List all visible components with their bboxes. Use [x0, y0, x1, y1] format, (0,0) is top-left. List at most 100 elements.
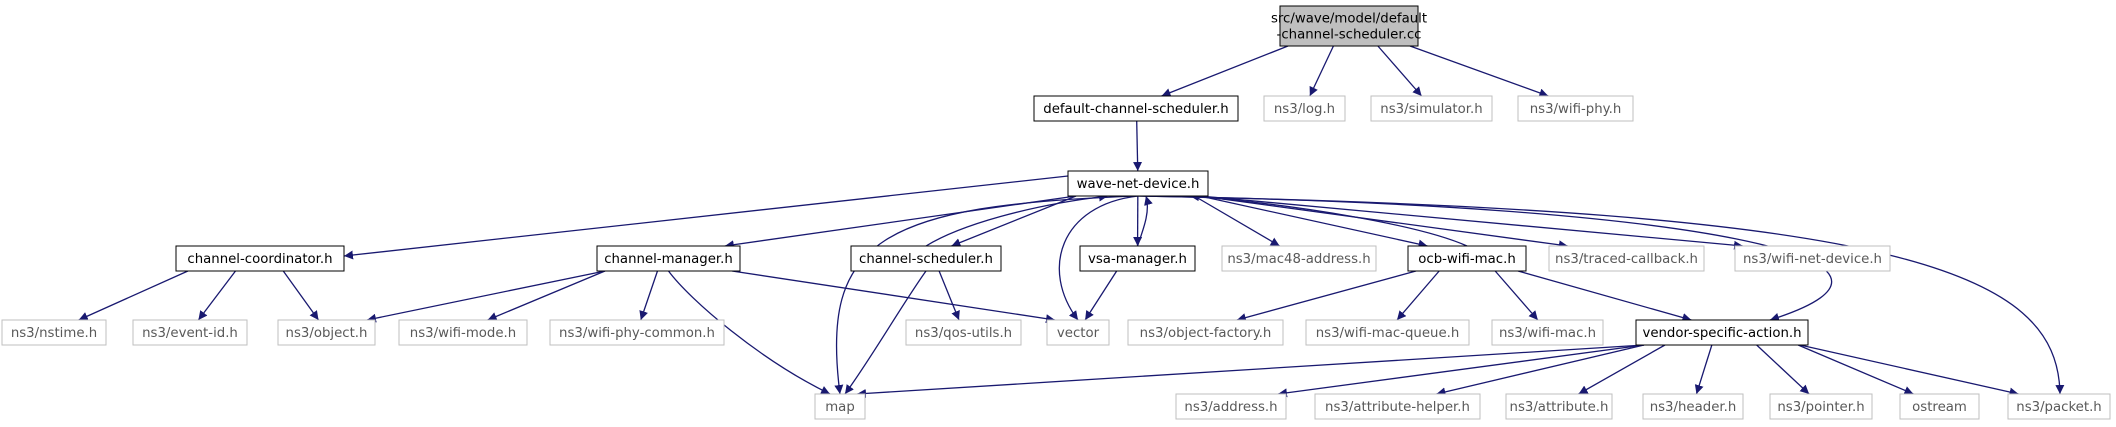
node-map: map	[814, 393, 866, 420]
node-label-tcb: ns3/traced-callback.h	[1555, 252, 1698, 267]
node-label-mac48: ns3/mac48-address.h	[1227, 252, 1370, 267]
edge-wnd-to-cc	[343, 175, 1069, 260]
node-attr: ns3/attribute.h	[1505, 393, 1613, 420]
node-label-map: map	[825, 400, 855, 415]
node-box-cs	[850, 245, 1002, 272]
edge-ocb-to-objfac	[1236, 270, 1417, 322]
node-cc[interactable]: channel-coordinator.h	[175, 245, 345, 272]
node-label-packet: ns3/packet.h	[2016, 400, 2101, 415]
node-box-wphy	[1517, 95, 1634, 122]
node-vector: vector	[1046, 319, 1110, 346]
node-box-map	[814, 393, 866, 420]
edge-root-to-sim	[1377, 45, 1423, 97]
node-ostream: ostream	[1899, 393, 1980, 420]
edge-vsa-to-vector	[1084, 270, 1118, 321]
edge-ocb-to-wnd	[1189, 192, 1468, 247]
node-pointer: ns3/pointer.h	[1769, 393, 1873, 420]
node-attrh: ns3/attribute-helper.h	[1314, 393, 1481, 420]
node-label-attrh: ns3/attribute-helper.h	[1325, 400, 1470, 415]
node-cs[interactable]: channel-scheduler.h	[850, 245, 1002, 272]
node-ocb[interactable]: ocb-wifi-mac.h	[1407, 245, 1527, 272]
node-label-addr: ns3/address.h	[1184, 400, 1277, 415]
node-box-nstime	[1, 319, 107, 346]
node-box-cm	[596, 245, 741, 272]
edge-root-to-log	[1309, 45, 1335, 97]
edge-vsact-to-map	[856, 344, 1645, 398]
node-box-wmode	[398, 319, 528, 346]
node-box-vsa	[1079, 245, 1196, 272]
edge-cc-to-object	[282, 270, 320, 321]
node-label-ocb: ocb-wifi-mac.h	[1418, 252, 1516, 267]
node-vsact[interactable]: vendor-specific-action.h	[1635, 319, 1809, 346]
node-box-mac48	[1221, 245, 1377, 272]
edge-cm-to-wmode	[487, 270, 606, 321]
node-label-cs: channel-scheduler.h	[859, 252, 993, 267]
edges-layer	[78, 45, 2065, 398]
node-label-wnd: wave-net-device.h	[1077, 177, 1200, 192]
node-box-addr	[1175, 393, 1287, 420]
node-box-ostream	[1899, 393, 1980, 420]
node-label-dcs: default-channel-scheduler.h	[1043, 102, 1229, 117]
node-root: src/wave/model/default-channel-scheduler…	[1271, 5, 1427, 47]
node-box-wmq	[1305, 319, 1470, 346]
node-label-cm: channel-manager.h	[604, 252, 733, 267]
edge-cm-to-vector	[731, 270, 1056, 324]
node-box-header	[1642, 393, 1744, 420]
edge-cs-to-qos	[938, 270, 960, 321]
node-wphy: ns3/wifi-phy.h	[1517, 95, 1634, 122]
node-wnetd: ns3/wifi-net-device.h	[1734, 245, 1891, 272]
edge-root-to-dcs	[1161, 45, 1289, 97]
node-dcs[interactable]: default-channel-scheduler.h	[1033, 95, 1239, 122]
node-label-vsact: vendor-specific-action.h	[1642, 326, 1801, 341]
node-box-vector	[1046, 319, 1110, 346]
node-vsa[interactable]: vsa-manager.h	[1079, 245, 1196, 272]
node-wpc: ns3/wifi-phy-common.h	[549, 319, 725, 346]
node-label-wpc: ns3/wifi-phy-common.h	[559, 326, 715, 341]
node-object: ns3/object.h	[277, 319, 376, 346]
node-packet: ns3/packet.h	[2007, 393, 2111, 420]
node-box-attrh	[1314, 393, 1481, 420]
node-label-qos: ns3/qos-utils.h	[915, 326, 1012, 341]
node-box-wpc	[549, 319, 725, 346]
edge-ocb-to-wmac	[1494, 270, 1539, 321]
edge-cm-to-object	[366, 270, 606, 323]
node-box-sim	[1370, 95, 1493, 122]
edge-cm-to-map	[667, 270, 831, 395]
node-label-root-2: -channel-scheduler.cc	[1277, 28, 1422, 43]
edge-cc-to-eventid	[197, 270, 237, 321]
node-box-objfac	[1127, 319, 1284, 346]
edge-cs-to-wnd	[925, 192, 1109, 247]
node-label-object: ns3/object.h	[286, 326, 368, 341]
edge-vsact-to-pointer	[1756, 344, 1810, 395]
node-box-packet	[2007, 393, 2111, 420]
node-label-vsa: vsa-manager.h	[1088, 252, 1187, 267]
node-box-vsact	[1635, 319, 1809, 346]
node-box-pointer	[1769, 393, 1873, 420]
nodes-layer: src/wave/model/default-channel-scheduler…	[1, 5, 2111, 420]
node-objfac: ns3/object-factory.h	[1127, 319, 1284, 346]
edge-wnd-to-wnetd	[1199, 195, 1744, 250]
node-box-qos	[905, 319, 1022, 346]
node-label-root-1: src/wave/model/default	[1271, 12, 1427, 27]
edge-vsact-to-attrh	[1436, 344, 1645, 397]
node-box-root	[1279, 5, 1419, 47]
node-box-wnetd	[1734, 245, 1891, 272]
node-box-log	[1263, 95, 1346, 122]
node-label-wmac: ns3/wifi-mac.h	[1499, 326, 1596, 341]
node-box-tcb	[1548, 245, 1705, 272]
node-box-attr	[1505, 393, 1613, 420]
edge-vsact-to-header	[1694, 344, 1713, 395]
node-wmac: ns3/wifi-mac.h	[1491, 319, 1604, 346]
node-cm[interactable]: channel-manager.h	[596, 245, 741, 272]
node-label-attr: ns3/attribute.h	[1510, 400, 1609, 415]
node-label-wphy: ns3/wifi-phy.h	[1530, 102, 1622, 117]
edge-dcs-to-wnd	[1133, 120, 1143, 172]
node-label-eventid: ns3/event-id.h	[142, 326, 238, 341]
node-tcb: ns3/traced-callback.h	[1548, 245, 1705, 272]
edge-vsa-to-wnd	[1136, 195, 1153, 247]
node-wnd[interactable]: wave-net-device.h	[1067, 170, 1209, 197]
edge-vsact-to-packet	[1799, 344, 2019, 397]
node-box-ocb	[1407, 245, 1527, 272]
node-nstime: ns3/nstime.h	[1, 319, 107, 346]
